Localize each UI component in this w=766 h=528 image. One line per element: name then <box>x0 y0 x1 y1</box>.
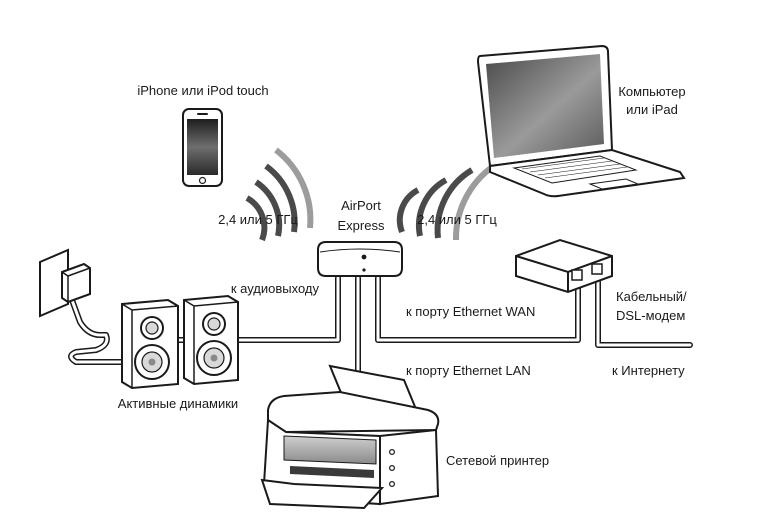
computer-label-line2: или iPad <box>626 102 678 117</box>
ethernet-lan-label: к порту Ethernet LAN <box>406 363 531 378</box>
speakers-label: Активные динамики <box>118 396 238 411</box>
audio-out-label: к аудиовыходу <box>231 281 320 296</box>
modem-label-line1: Кабельный/ <box>616 289 687 304</box>
ethernet-wan-cable <box>375 275 581 343</box>
iphone-device <box>182 108 223 187</box>
laptop-device <box>476 44 686 198</box>
internet-label: к Интернету <box>612 363 685 378</box>
airport-label-line1: AirPort <box>341 198 381 213</box>
iphone-label: iPhone или iPod touch <box>137 83 268 98</box>
power-outlet <box>39 248 91 318</box>
wifi-waves-left <box>245 147 314 242</box>
airport-label-line2: Express <box>338 218 385 233</box>
audio-cable <box>235 275 341 343</box>
modem-device <box>515 238 613 294</box>
power-cable <box>68 297 125 365</box>
wifi-waves-right <box>396 159 502 241</box>
labels: iPhone или iPod touch Компьютер или iPad… <box>118 83 687 468</box>
modem-label-line2: DSL-модем <box>616 308 685 323</box>
speakers-device <box>121 294 239 390</box>
wifi-right-label: 2,4 или 5 ГГц <box>417 212 497 227</box>
internet-cable <box>595 279 693 348</box>
airport-express-device <box>317 241 403 277</box>
ethernet-wan-label: к порту Ethernet WAN <box>406 304 535 319</box>
wifi-left-label: 2,4 или 5 ГГц <box>218 212 298 227</box>
printer-label: Сетевой принтер <box>446 453 549 468</box>
computer-label-line1: Компьютер <box>618 84 685 99</box>
printer-device <box>260 364 440 510</box>
cables <box>68 275 693 383</box>
